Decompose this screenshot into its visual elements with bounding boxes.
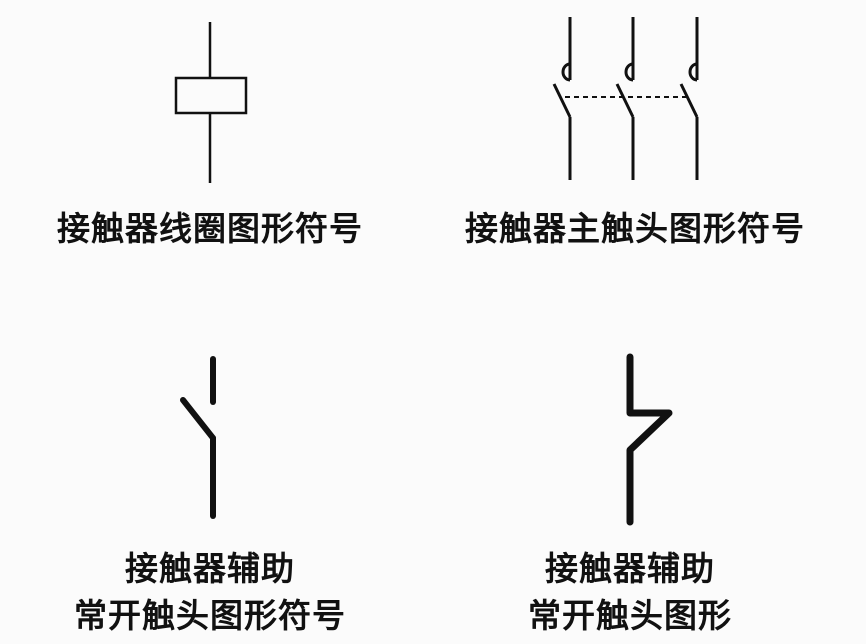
aux-no-caption-line2: 常开触头图形符号 <box>74 596 346 635</box>
aux-nc-caption-line2: 常开触头图形 <box>528 596 732 635</box>
aux-no-contact-symbol <box>180 356 216 519</box>
main-contact-pole-3 <box>679 17 699 180</box>
coil-rect <box>174 76 248 115</box>
main-contact-pole-2 <box>615 17 635 180</box>
aux-nc-caption-line1: 接触器辅助 <box>545 549 715 588</box>
aux-no-caption-line1: 接触器辅助 <box>125 549 295 588</box>
aux-nc-contact-symbol <box>626 353 673 526</box>
main-contacts-symbol <box>552 17 699 180</box>
coil-symbol <box>174 22 248 183</box>
main-contact-pole-1 <box>552 17 572 180</box>
coil-caption: 接触器线圈图形符号 <box>57 209 363 248</box>
main-contacts-caption: 接触器主触头图形符号 <box>465 209 805 248</box>
